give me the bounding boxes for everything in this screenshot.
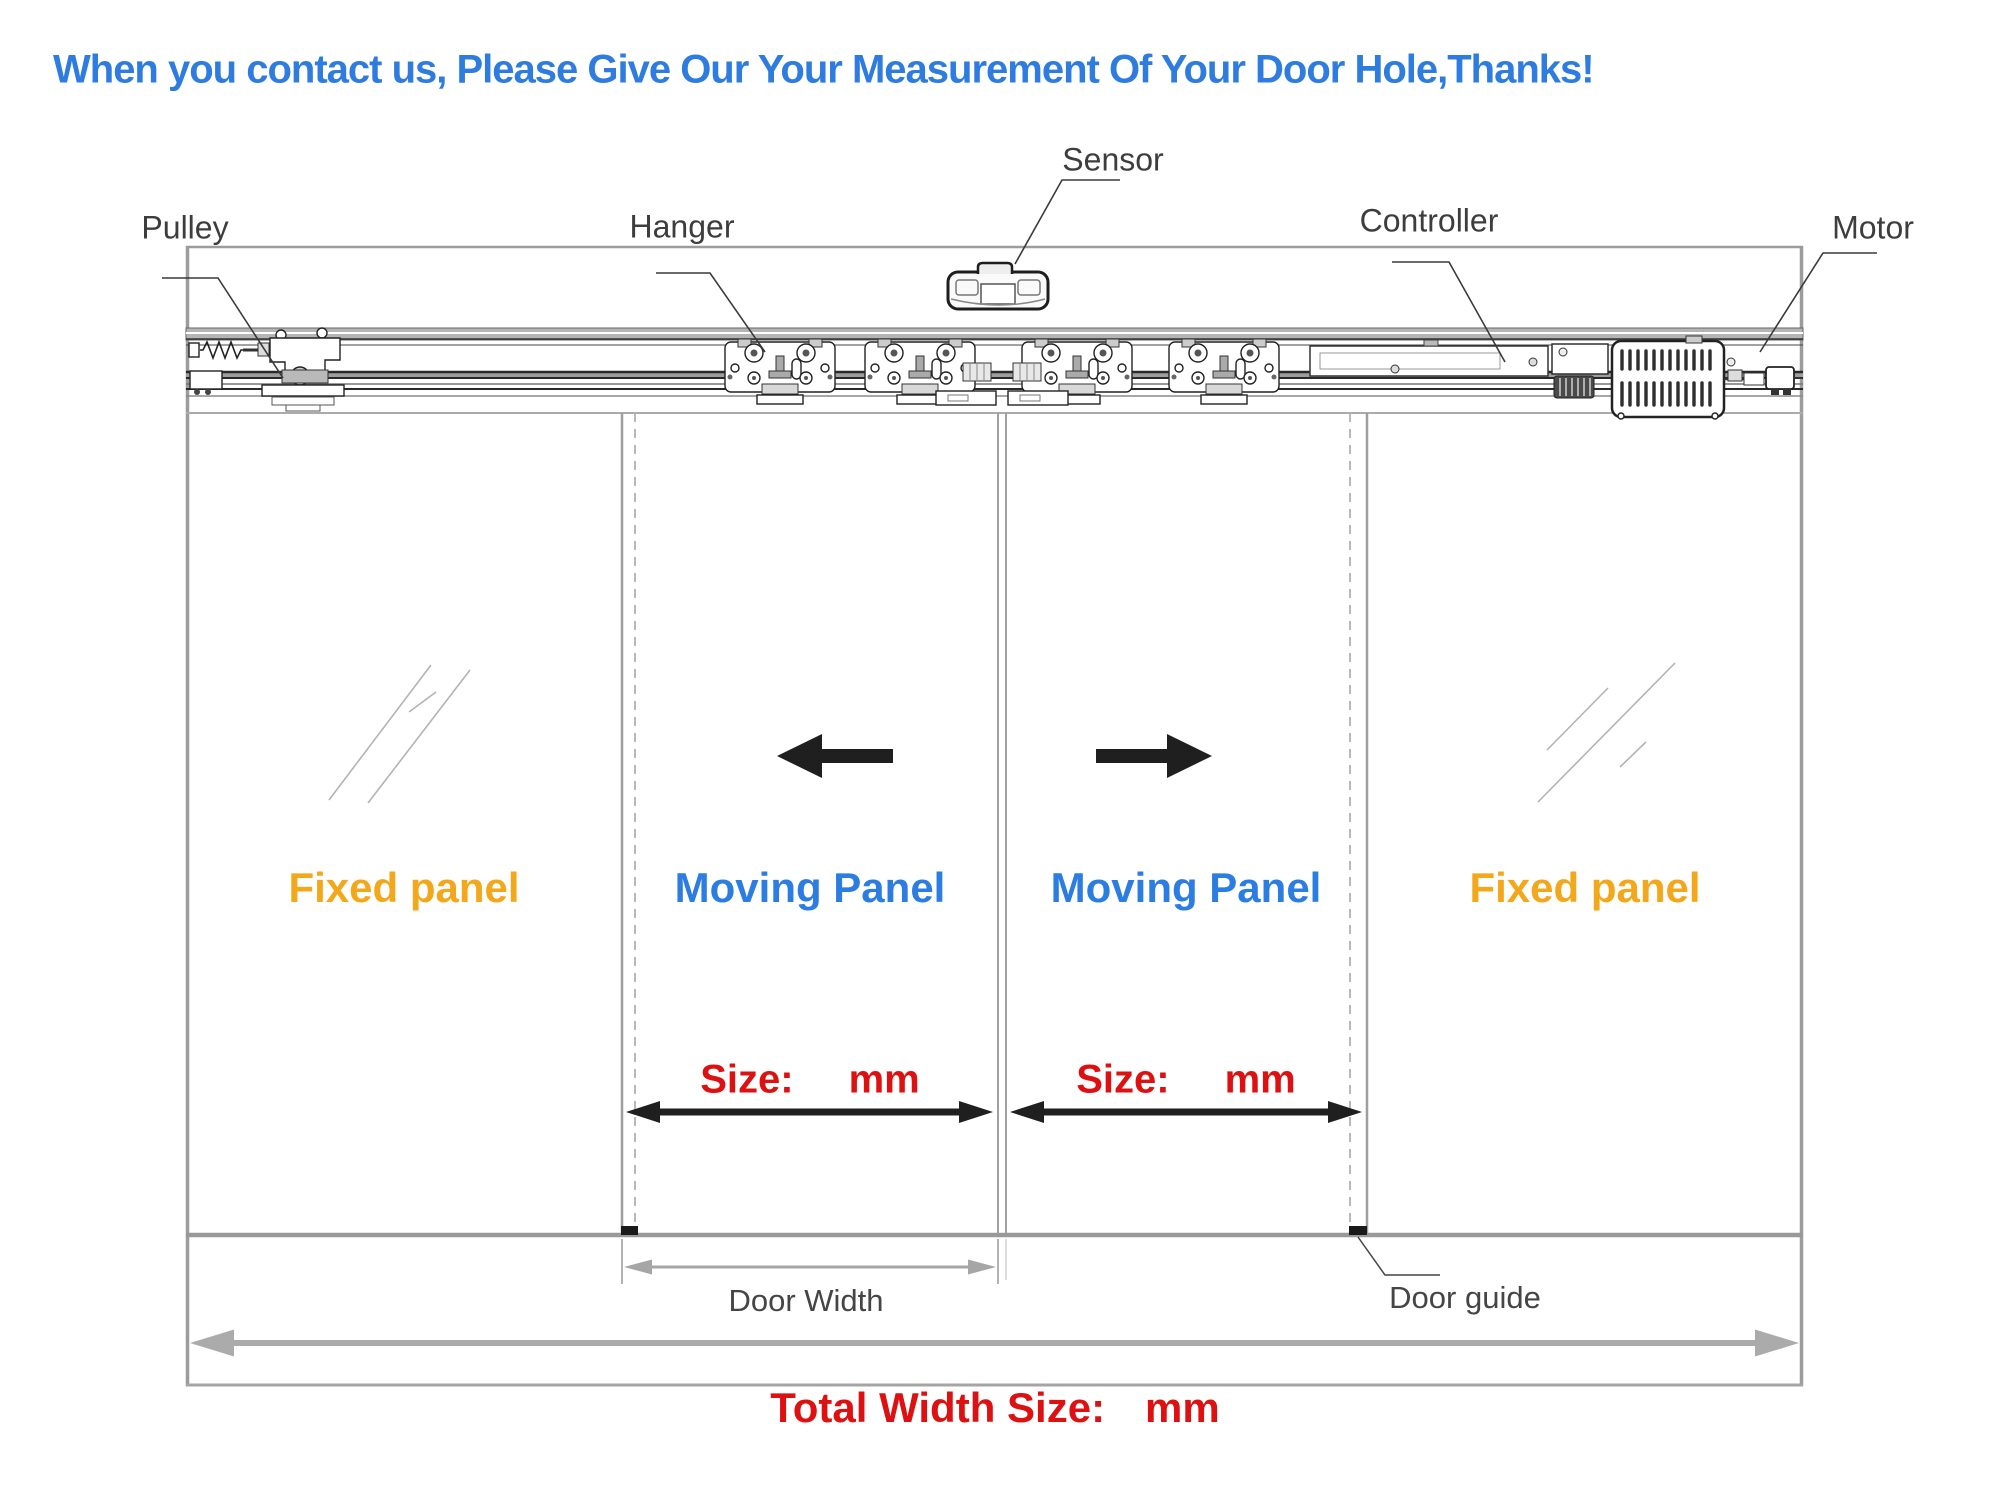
pulley-assembly — [188, 327, 345, 412]
cable-assembly — [1724, 357, 1802, 395]
component-label-hanger: Hanger — [629, 208, 735, 245]
controller-leader-line — [1392, 261, 1506, 363]
total-width-arrow — [190, 1329, 1799, 1357]
total-width-label-unit: mm — [1145, 1384, 1220, 1431]
fixed-panel-left-label: Fixed panel — [288, 864, 520, 911]
hanger-unit — [1168, 338, 1280, 405]
size-label-right-unit: mm — [1224, 1057, 1296, 1102]
move-left-arrow-icon — [777, 734, 893, 778]
moving-panel-left-label: Moving Panel — [674, 864, 946, 911]
sensor-unit — [946, 261, 1050, 311]
size-label-right-prefix: Size: — [1076, 1057, 1170, 1102]
track-top-rail — [185, 327, 1804, 346]
size-arrow-left — [626, 1101, 993, 1123]
door-width-label: Door Width — [728, 1283, 884, 1318]
moving-panel-right-label: Moving Panel — [1050, 864, 1322, 911]
page-title: When you contact us, Please Give Our You… — [53, 47, 1595, 92]
total-width-label: Total Width Size: mm — [770, 1384, 1220, 1432]
component-label-controller: Controller — [1359, 202, 1499, 239]
size-arrow-right — [1010, 1101, 1362, 1123]
door-guide-label: Door guide — [1389, 1280, 1541, 1315]
door-guide-marker-right — [1349, 1226, 1367, 1235]
size-label-left-prefix: Size: — [700, 1057, 794, 1102]
pulley-leader-line — [162, 277, 284, 379]
component-label-sensor: Sensor — [1062, 141, 1164, 178]
size-label-right: Size: mm — [1076, 1058, 1296, 1103]
door-guide-marker-left — [621, 1226, 638, 1235]
sensor-leader-line — [1014, 179, 1120, 265]
door-guide-leader-line — [1357, 1236, 1440, 1276]
glass-reflection-left — [328, 664, 471, 804]
size-label-left-unit: mm — [848, 1057, 920, 1102]
door-width-arrow — [624, 1259, 996, 1275]
belt-junction-clamps — [935, 362, 1069, 406]
glass-reflection-right — [1537, 662, 1676, 803]
controller-unit — [1309, 339, 1549, 377]
hanger-unit — [724, 338, 836, 405]
drive-pulley — [1551, 343, 1609, 399]
fixed-panel-right-label: Fixed panel — [1469, 864, 1701, 911]
total-width-label-prefix: Total Width Size: — [770, 1384, 1106, 1431]
hanger-leader-line — [656, 272, 766, 353]
component-label-motor: Motor — [1832, 209, 1914, 246]
component-label-pulley: Pulley — [141, 209, 229, 246]
motor-unit — [1610, 335, 1726, 420]
move-right-arrow-icon — [1096, 734, 1212, 778]
size-label-left: Size: mm — [700, 1058, 920, 1103]
motor-leader-line — [1759, 252, 1877, 353]
